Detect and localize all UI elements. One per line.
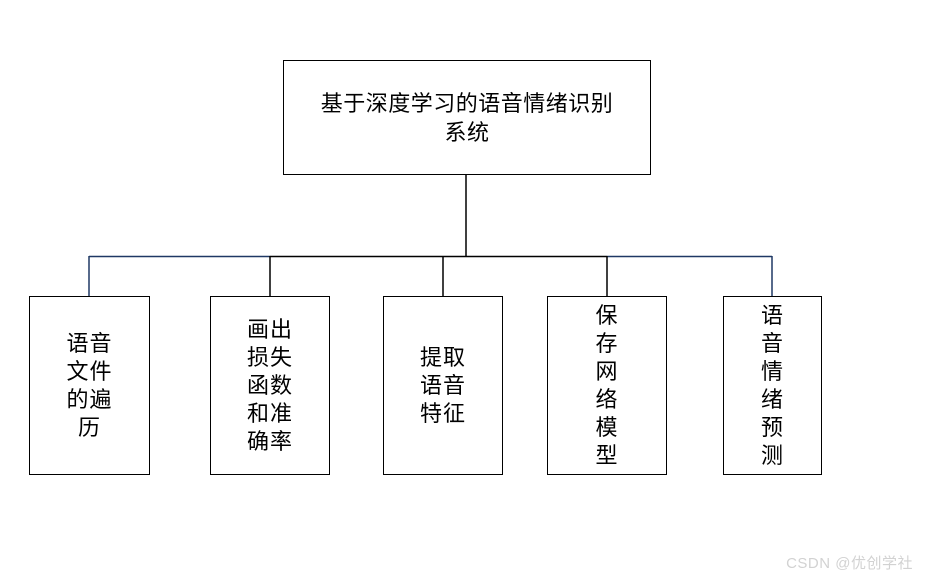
node-plot-loss-and-accuracy-label: 画出 损失 函数 和准 确率 xyxy=(246,316,293,454)
watermark: CSDN @优创学社 xyxy=(786,555,913,572)
node-root: 基于深度学习的语音情绪识别 系统 xyxy=(283,60,651,175)
node-extract-speech-features-label: 提取 语音 特征 xyxy=(419,344,466,426)
node-speech-emotion-prediction-label: 语 音 情 绪 预 测 xyxy=(760,302,784,468)
node-speech-emotion-prediction: 语 音 情 绪 预 测 xyxy=(723,296,822,475)
node-save-network-model-label: 保 存 网 络 模 型 xyxy=(595,302,619,468)
node-root-label: 基于深度学习的语音情绪识别 系统 xyxy=(320,90,614,145)
node-traverse-audio-files-label: 语音 文件 的遍 历 xyxy=(66,330,113,440)
node-traverse-audio-files: 语音 文件 的遍 历 xyxy=(29,296,150,475)
node-plot-loss-and-accuracy: 画出 损失 函数 和准 确率 xyxy=(210,296,330,475)
node-extract-speech-features: 提取 语音 特征 xyxy=(383,296,503,475)
node-save-network-model: 保 存 网 络 模 型 xyxy=(547,296,667,475)
